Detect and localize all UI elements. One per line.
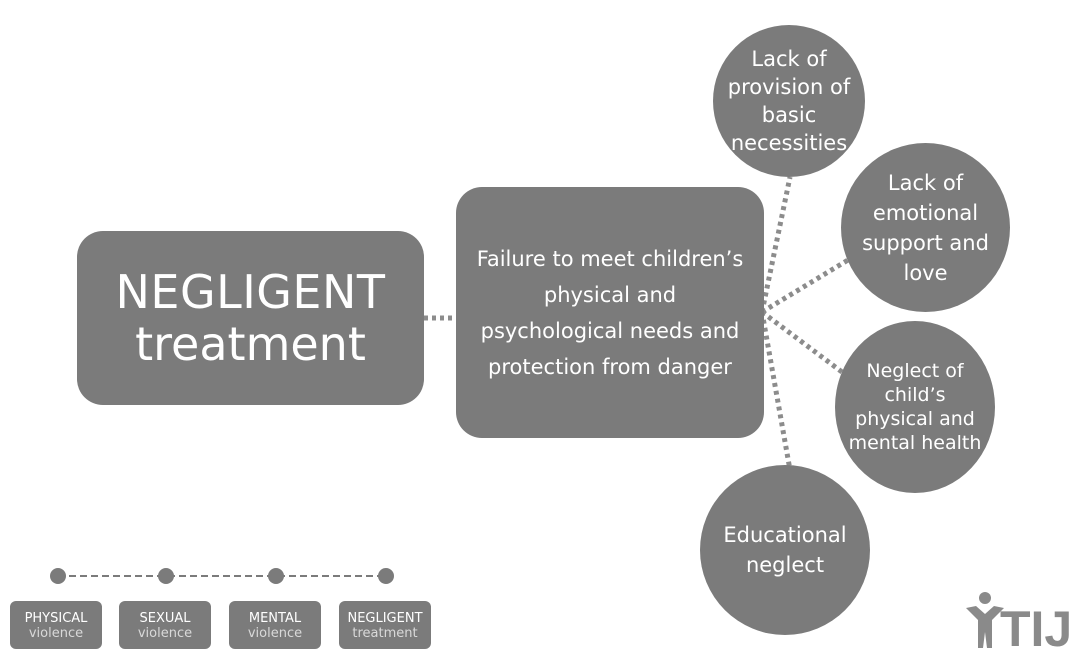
logo-text: TIJ <box>1000 601 1072 652</box>
step-subtitle: violence <box>28 626 84 641</box>
circle-label: Lack of emotional support and love <box>862 170 989 285</box>
negligent-treatment-box: NEGLIGENT treatment <box>77 231 424 405</box>
step-subtitle: treatment <box>352 626 418 641</box>
circle-educational-neglect: Educational neglect <box>700 465 870 635</box>
step-sexual-violence[interactable]: SEXUAL violence <box>119 601 211 649</box>
circle-emotional-support: Lack of emotional support and love <box>841 143 1010 312</box>
progress-dot <box>378 568 394 584</box>
step-physical-violence[interactable]: PHYSICAL violence <box>10 601 102 649</box>
circle-basic-necessities: Lack of provision of basic necessities <box>713 25 865 177</box>
step-negligent-treatment[interactable]: NEGLIGENT treatment <box>339 601 431 649</box>
connector-c4 <box>759 311 793 471</box>
circle-health-neglect: Neglect of child’s physical and mental h… <box>835 321 995 493</box>
step-subtitle: violence <box>247 626 303 641</box>
progress-dot <box>158 568 174 584</box>
circle-label: Lack of provision of basic necessities <box>727 47 851 155</box>
circle-label: Educational neglect <box>723 523 847 577</box>
definition-box: Failure to meet children’s physical and … <box>456 187 764 438</box>
connector-c2 <box>760 257 850 315</box>
step-title: SEXUAL <box>139 611 191 626</box>
step-mental-violence[interactable]: MENTAL violence <box>229 601 321 649</box>
step-title: PHYSICAL <box>24 611 88 626</box>
step-title: NEGLIGENT <box>347 611 423 626</box>
tij-logo: TIJ <box>966 592 1072 652</box>
person-figure-icon <box>966 592 1004 648</box>
connector-c1 <box>759 176 793 313</box>
progress-track <box>50 568 394 584</box>
negligent-title: NEGLIGENT <box>115 265 386 319</box>
step-subtitle: violence <box>137 626 193 641</box>
step-title: MENTAL <box>248 611 302 626</box>
definition-text: Failure to meet children’s physical and … <box>476 246 744 379</box>
circle-label: Neglect of child’s physical and mental h… <box>848 360 982 454</box>
progress-dot <box>50 568 66 584</box>
connector-c3 <box>760 310 844 374</box>
progress-dot <box>268 568 284 584</box>
negligent-subtitle: treatment <box>135 317 366 371</box>
